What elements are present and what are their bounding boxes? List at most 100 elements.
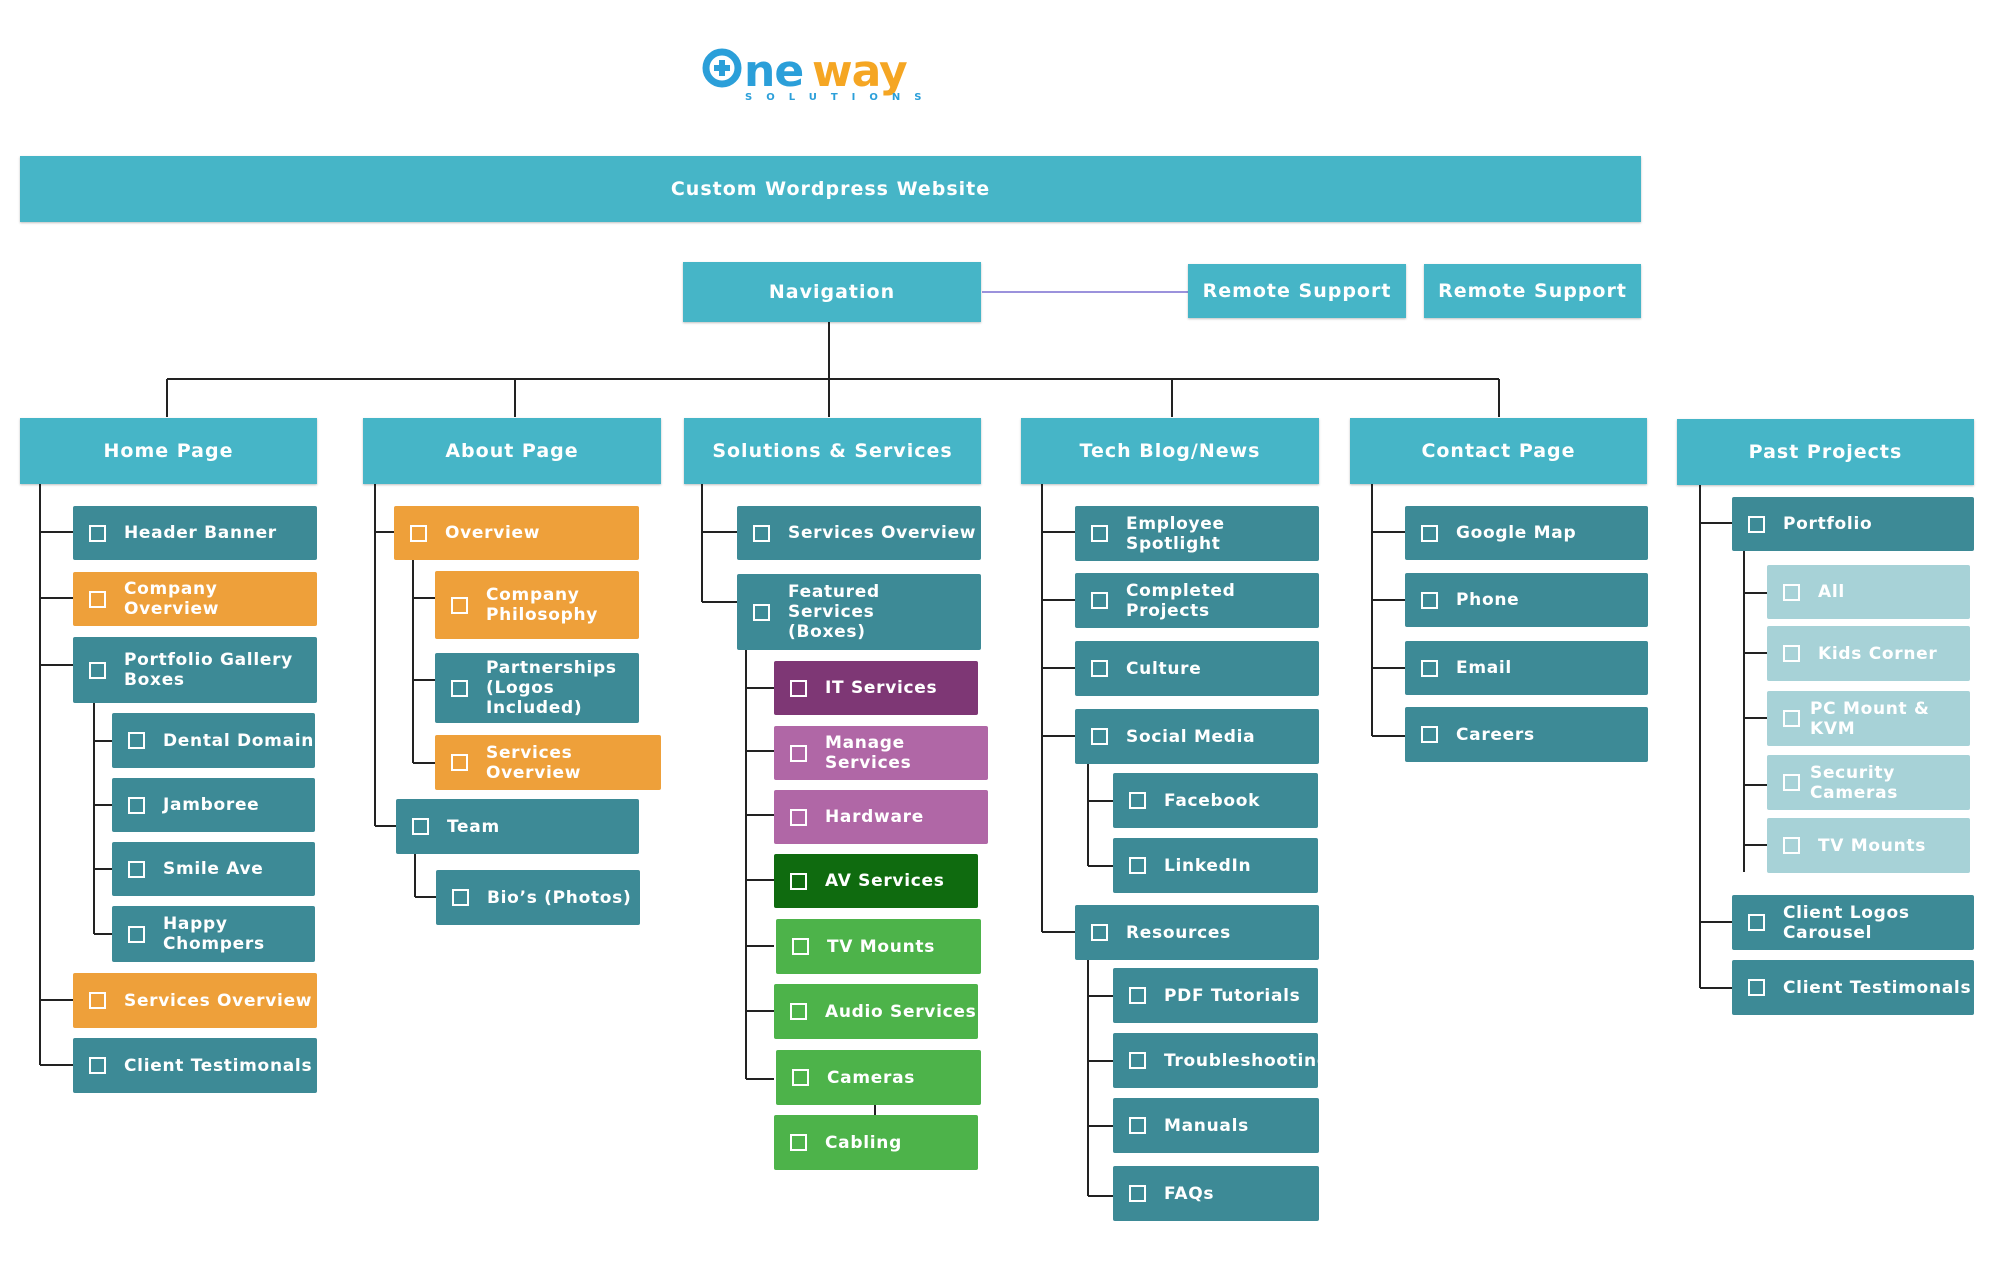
list-item: PDF Tutorials	[1113, 968, 1318, 1023]
list-item: Culture	[1075, 641, 1319, 696]
item-label: Manage Services	[825, 733, 912, 773]
item-label: Smile Ave	[163, 859, 264, 879]
checkbox-icon	[1129, 987, 1146, 1004]
checkbox-icon	[89, 1057, 106, 1074]
checkbox-icon	[790, 1134, 807, 1151]
item-label: Cameras	[827, 1067, 916, 1088]
list-item: IT Services	[774, 661, 978, 715]
item-label: Client Logos Carousel	[1783, 902, 1910, 943]
item-label: PDF Tutorials	[1164, 985, 1301, 1006]
list-item: Kids Corner	[1767, 626, 1970, 681]
checkbox-icon	[790, 1003, 807, 1020]
list-item: Client Testimonals	[73, 1038, 317, 1093]
checkbox-icon	[1748, 914, 1765, 931]
list-item: Team	[396, 799, 639, 854]
list-item: Troubleshooting	[1113, 1033, 1329, 1088]
item-label: PC Mount & KVM	[1810, 698, 1930, 739]
item-label: Jamboree	[163, 795, 260, 815]
list-item: TV Mounts	[1767, 818, 1970, 873]
checkbox-icon	[89, 524, 106, 542]
checkbox-icon	[1748, 515, 1765, 533]
item-label: Header Banner	[124, 523, 277, 543]
checkbox-icon	[1783, 583, 1800, 601]
checkbox-icon	[89, 992, 106, 1009]
list-item: Security Cameras	[1767, 755, 1970, 810]
list-item: PC Mount & KVM	[1767, 691, 1970, 746]
checkbox-icon	[1091, 728, 1108, 745]
checkbox-icon	[753, 524, 770, 542]
list-item: LinkedIn	[1113, 838, 1318, 893]
item-label: Google Map	[1456, 523, 1577, 543]
item-label: Portfolio	[1783, 514, 1873, 534]
section-header-home: Home Page	[20, 418, 317, 484]
list-item: Services Overview	[435, 735, 661, 790]
checkbox-icon	[128, 796, 145, 814]
checkbox-icon	[790, 808, 807, 826]
list-item: FAQs	[1113, 1166, 1319, 1221]
list-item: Cabling	[774, 1115, 978, 1170]
checkbox-icon	[1783, 645, 1800, 662]
item-label: Troubleshooting	[1164, 1050, 1330, 1071]
list-item: Email	[1405, 641, 1648, 695]
list-item: Dental Domain	[112, 713, 315, 768]
list-item: Bio’s (Photos)	[436, 870, 640, 925]
checkbox-icon	[753, 603, 770, 621]
checkbox-icon	[89, 661, 106, 679]
list-item: Client Testimonals	[1732, 960, 1974, 1015]
checkbox-icon	[790, 744, 807, 762]
item-label: Security Cameras	[1810, 762, 1899, 803]
list-item: Careers	[1405, 707, 1648, 762]
checkbox-icon	[792, 938, 809, 955]
item-label: Culture	[1126, 658, 1202, 679]
item-label: Phone	[1456, 590, 1520, 610]
checkbox-icon	[1421, 524, 1438, 542]
checkbox-icon	[451, 679, 468, 697]
list-item: Portfolio Gallery Boxes	[73, 637, 317, 703]
section-header-contact: Contact Page	[1350, 418, 1647, 484]
item-label: FAQs	[1164, 1183, 1215, 1204]
list-item: Portfolio	[1732, 497, 1974, 551]
item-label: Client Testimonals	[124, 1055, 313, 1076]
checkbox-icon	[790, 872, 807, 890]
checkbox-icon	[128, 925, 145, 943]
item-label: Employee Spotlight	[1126, 513, 1225, 554]
svg-text:way: way	[812, 46, 907, 97]
svg-text:SOLUTIONS: SOLUTIONS	[745, 92, 935, 103]
svg-text:ne: ne	[744, 46, 803, 97]
list-item: Smile Ave	[112, 842, 315, 896]
item-label: Cabling	[825, 1132, 902, 1153]
checkbox-icon	[1421, 591, 1438, 609]
list-item: Completed Projects	[1075, 573, 1319, 628]
item-label: TV Mounts	[827, 936, 936, 957]
checkbox-icon	[1129, 1052, 1146, 1069]
list-item: TV Mounts	[776, 919, 981, 974]
checkbox-icon	[410, 524, 427, 542]
item-label: Social Media	[1126, 726, 1256, 747]
item-label: Featured Services (Boxes)	[788, 582, 880, 642]
list-item: Jamboree	[112, 778, 315, 832]
list-item: Facebook	[1113, 773, 1318, 828]
item-label: Services Overview	[788, 523, 977, 543]
section-header-blog: Tech Blog/News	[1021, 418, 1319, 484]
navigation-node: Navigation	[683, 262, 981, 322]
list-item: Happy Chompers	[112, 906, 315, 962]
list-item: Client Logos Carousel	[1732, 895, 1974, 950]
checkbox-icon	[89, 590, 106, 608]
item-label: TV Mounts	[1818, 835, 1927, 856]
section-header-solutions: Solutions & Services	[684, 418, 981, 484]
item-label: Facebook	[1164, 790, 1261, 811]
checkbox-icon	[792, 1069, 809, 1086]
checkbox-icon	[1783, 774, 1800, 791]
checkbox-icon	[1748, 979, 1765, 996]
item-label: Services Overview	[486, 742, 582, 783]
checkbox-icon	[1129, 1117, 1146, 1134]
checkbox-icon	[412, 818, 429, 835]
item-label: Careers	[1456, 724, 1535, 745]
list-item: Services Overview	[737, 506, 981, 560]
item-label: Happy Chompers	[163, 914, 265, 954]
list-item: Featured Services (Boxes)	[737, 574, 981, 650]
checkbox-icon	[1783, 837, 1800, 854]
checkbox-icon	[1091, 660, 1108, 677]
